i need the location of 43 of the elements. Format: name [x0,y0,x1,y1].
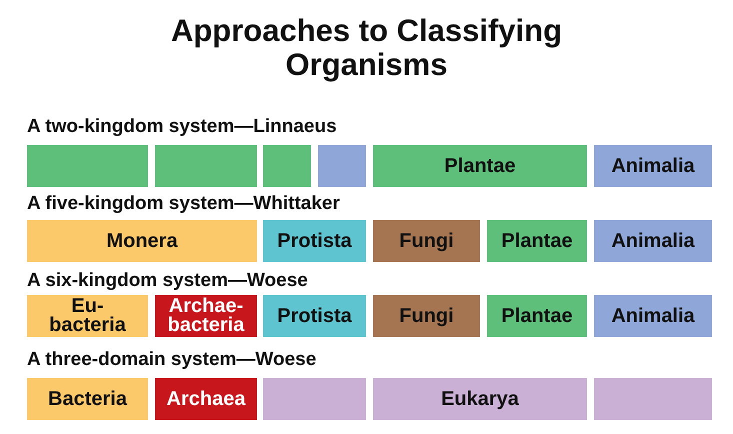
taxon-name: Archaea [166,390,246,408]
color-bar [27,145,148,187]
taxon-bar [373,378,587,420]
color-bar [263,145,311,187]
taxon-bar [373,295,480,337]
taxon-name: Plantae [444,156,516,176]
color-bar [263,378,366,420]
taxon-bar [594,145,712,187]
taxon-name: Monera [106,232,178,250]
color-bar [155,145,257,187]
row-heading: A five-kingdom system—Whittaker [27,193,340,215]
taxon-name: Eu- bacteria [48,297,127,335]
taxon-bar [373,220,480,262]
row-heading: A two-kingdom system—Linnaeus [27,116,337,138]
taxon-name: Animalia [611,156,695,176]
row-heading: A six-kingdom system—Woese [27,270,308,292]
taxon-bar [594,295,712,337]
taxon-name: Protista [277,232,352,250]
taxon-bar [373,145,587,187]
taxon-bar [27,378,148,420]
taxon-bar [594,220,712,262]
taxon-bar [27,220,257,262]
taxon-name: Fungi [399,232,454,250]
taxon-bar [263,220,366,262]
taxon-bar [487,295,587,337]
taxon-bar [263,295,366,337]
color-bar [318,145,366,187]
taxon-name: Protista [277,306,352,326]
taxon-bar [155,295,257,337]
taxon-name: Plantae [501,232,573,250]
title: Approaches to Classifying Organisms [170,14,564,82]
taxon-name: Bacteria [48,390,127,408]
taxon-bar [487,220,587,262]
taxon-name: Animalia [611,232,695,250]
taxon-name: Plantae [501,306,573,326]
taxon-name: Archae- bacteria [166,297,246,335]
taxon-name: Fungi [399,306,454,326]
taxon-bar [27,295,148,337]
taxon-name: Eukarya [441,390,519,408]
color-bar [594,378,712,420]
taxon-name: Animalia [611,306,695,326]
taxon-bar [155,378,257,420]
row-heading: A three-domain system—Woese [27,349,316,371]
